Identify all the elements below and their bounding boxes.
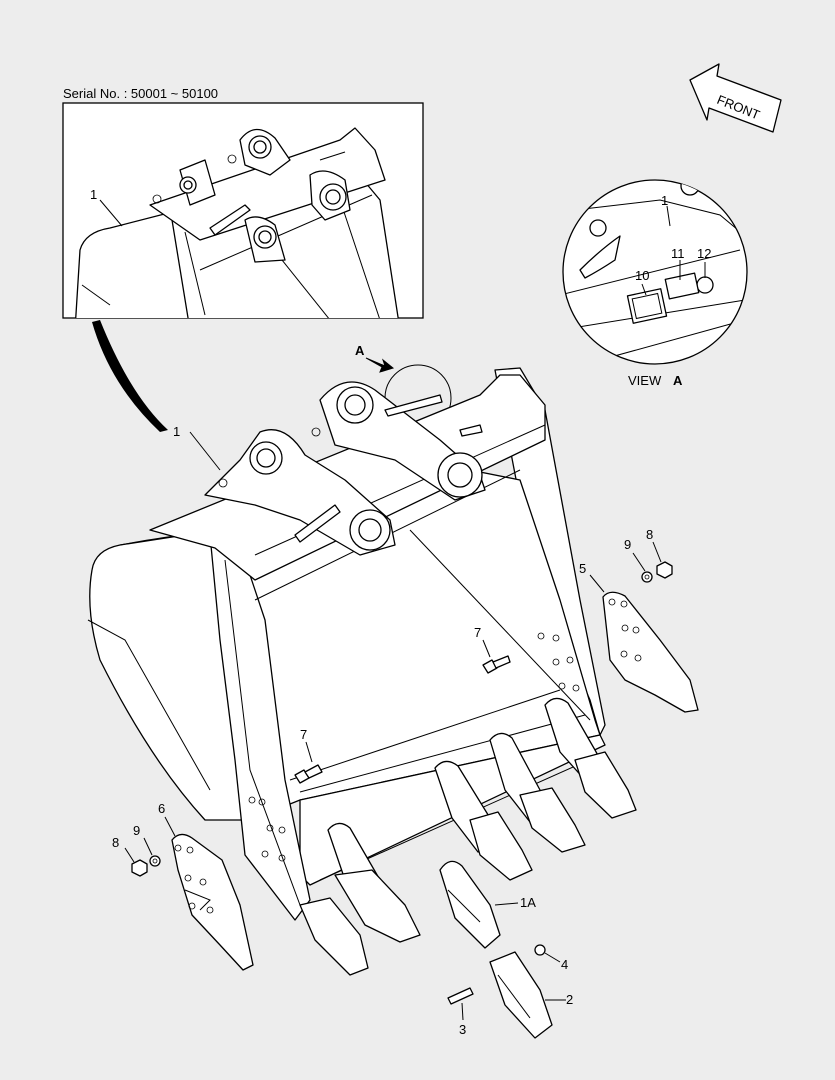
bolt-7-lower: 7 [294, 727, 323, 784]
front-arrow: FRONT [689, 63, 782, 133]
callout-view-10: 10 [635, 268, 649, 283]
view-a-detail: 1 11 12 10 VIEW A [562, 179, 748, 388]
callout-9-left: 9 [133, 823, 140, 838]
callout-3: 3 [459, 1022, 466, 1037]
callout-1A: 1A [520, 895, 536, 910]
side-cutter-left: 6 9 8 [112, 801, 254, 971]
view-a-caption: VIEW [628, 373, 662, 388]
bolt-7-upper: 7 [474, 625, 511, 674]
callout-9-right: 9 [624, 537, 631, 552]
view-a-letter: A [673, 373, 683, 388]
callout-main-1: 1 [173, 424, 180, 439]
callout-view-12: 12 [697, 246, 711, 261]
callout-8-left: 8 [112, 835, 119, 850]
callout-8-right: 8 [646, 527, 653, 542]
side-cutter-right: 5 9 8 [579, 527, 699, 713]
callout-inset-1: 1 [90, 187, 97, 202]
callout-6: 6 [158, 801, 165, 816]
bucket-assembly: 1 [87, 367, 606, 921]
callout-5: 5 [579, 561, 586, 576]
callout-7-lower: 7 [300, 727, 307, 742]
arrow-a-label: A [355, 343, 365, 358]
bucket-teeth: 1A 2 3 4 [299, 697, 637, 1039]
serial-number-label: Serial No. : 50001 ~ 50100 [63, 86, 219, 101]
callout-7-upper: 7 [474, 625, 481, 640]
callout-2: 2 [566, 992, 573, 1007]
inset-detail: 1 [62, 102, 424, 319]
callout-view-1: 1 [661, 193, 668, 208]
callout-4: 4 [561, 957, 568, 972]
callout-view-11: 11 [671, 246, 685, 261]
inset-pointer-arrow [92, 320, 168, 432]
